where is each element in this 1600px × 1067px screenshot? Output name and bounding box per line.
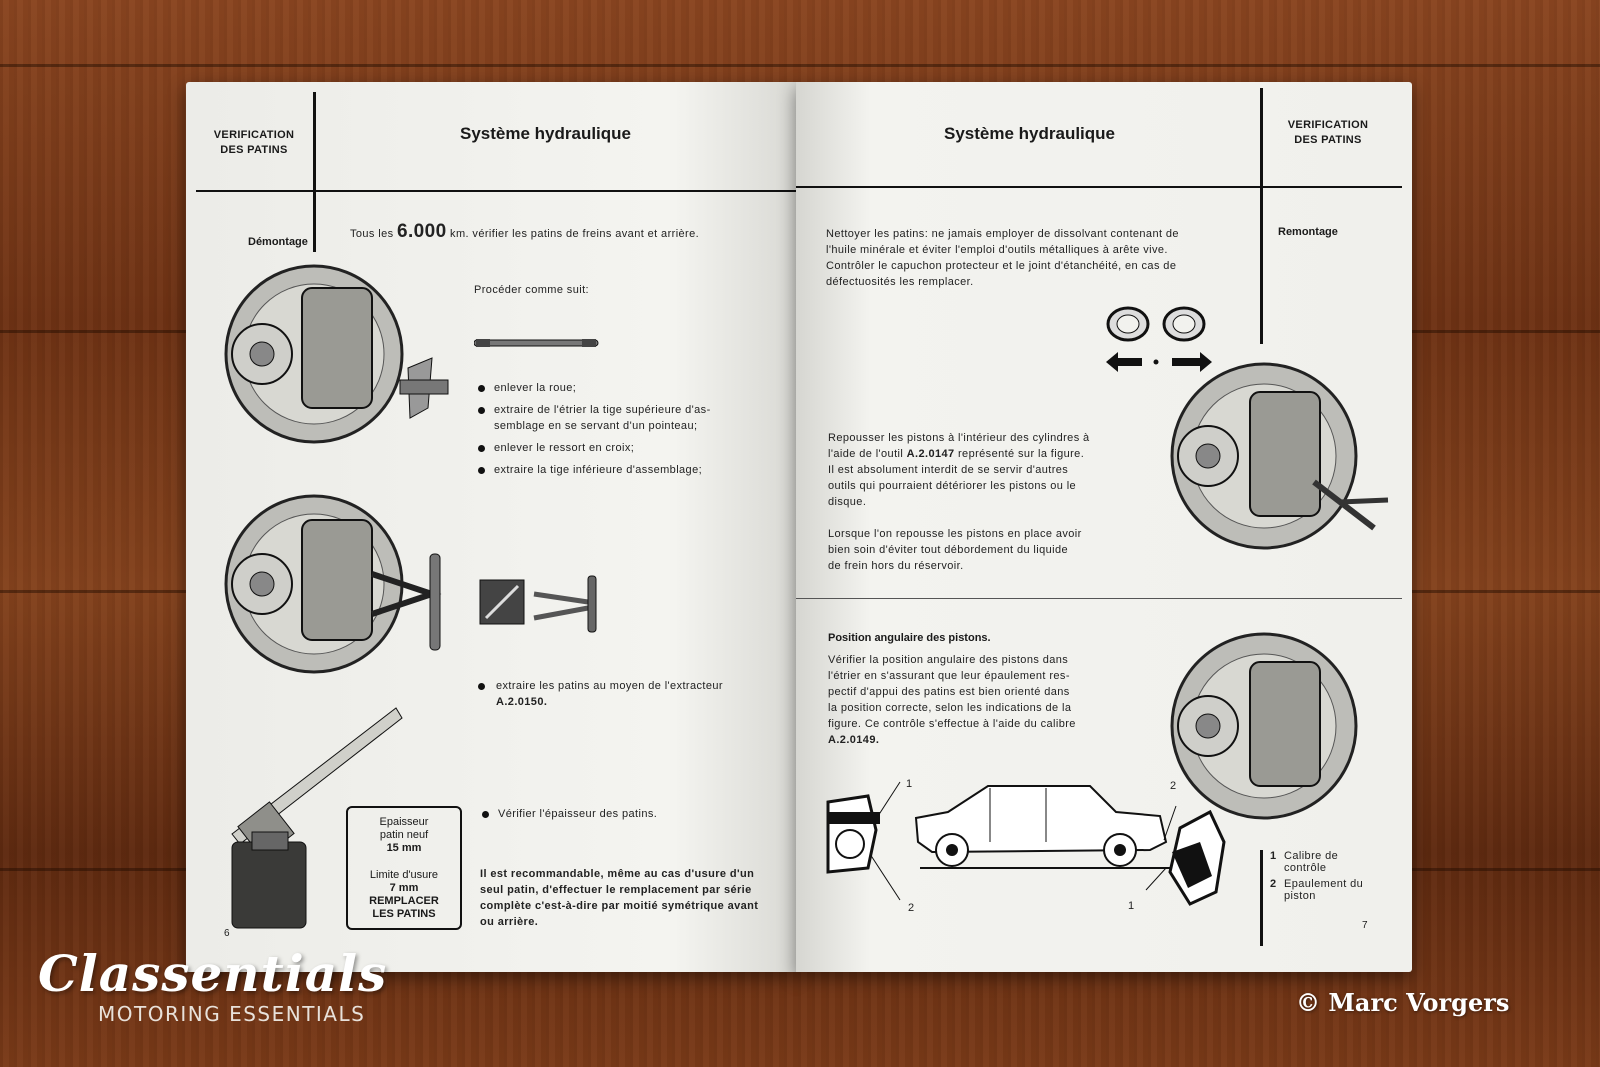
recommend-line-1: Il est recommandable, même au cas d'usur… [480, 868, 755, 880]
page-title: Système hydraulique [460, 124, 632, 143]
open-booklet: VERIFICATION DES PATINS Système hydrauli… [186, 82, 1412, 972]
box-line: Epaisseur [379, 816, 429, 828]
verify-text: Vérifier l'épaisseur des patins. [498, 808, 658, 820]
push-line-1: Repousser les pistons à l'intérieur des … [828, 432, 1090, 444]
punch-tool-illustration [474, 339, 599, 347]
position-line-4: la position correcte, selon les indicati… [828, 702, 1072, 714]
wear-limit-box: Epaisseur patin neuf 15 mm Limite d'usur… [346, 806, 462, 930]
box-line: REMPLACER [369, 895, 439, 907]
brake-disc-illustration [224, 264, 449, 444]
column-rule [313, 92, 316, 252]
step-4: extraire la tige inférieure d'assemblage… [494, 464, 703, 476]
step-1: enlever la roue; [494, 382, 577, 394]
box-line: Limite d'usure [369, 869, 439, 881]
legend-1-text-cont: contrôle [1284, 862, 1327, 874]
gauge-tool-ref: A.2.0149. [828, 734, 880, 746]
page-number: 6 [224, 928, 230, 939]
header-rule [196, 190, 796, 192]
fig-label-2: 2 [1170, 780, 1177, 792]
sub-label-demontage: Démontage [248, 236, 308, 248]
box-line: LES PATINS [372, 908, 436, 920]
clean-line-1: Nettoyer les patins: ne jamais employer … [826, 228, 1179, 240]
section-label: VERIFICATION DES PATINS [213, 129, 295, 156]
interval-number: 6.000 [397, 221, 447, 242]
recommend-line-3: complète c'est-à-dire par moitié symétri… [480, 900, 759, 912]
legend-2-number: 2 [1270, 878, 1277, 890]
header-rule [796, 186, 1402, 188]
bullet-icon [478, 385, 485, 392]
classentials-logo: Classentials [38, 944, 388, 1003]
clean-line-3: Contrôler le capuchon protecteur et le j… [826, 260, 1177, 272]
fig-label-1: 1 [1128, 900, 1135, 912]
brake-disc-tool-illustration [1170, 362, 1389, 550]
legend-2-text-cont: piston [1284, 890, 1316, 902]
page-title: Système hydraulique [944, 124, 1116, 143]
brake-disc-illustration [224, 494, 442, 674]
push-line-4: outils qui pourraient détériorer les pis… [828, 480, 1077, 492]
step-3: enlever le ressort en croix; [494, 442, 635, 454]
piston-tool-ref: A.2.0147 [906, 448, 955, 460]
procedure-text: Procéder comme suit: [474, 284, 589, 296]
extractor-tool-ref: A.2.0150. [496, 696, 548, 708]
push-line-3: Il est absolument interdit de se servir … [828, 464, 1069, 476]
column-rule [1260, 88, 1263, 344]
when-line-2: bien soin d'éviter tout débordement du l… [828, 544, 1069, 556]
recommend-line-4: ou arrière. [480, 916, 539, 928]
when-line-3: de frein hors du réservoir. [828, 560, 964, 572]
position-line-5: figure. Ce contrôle s'effectue à l'aide … [828, 718, 1076, 730]
clean-line-2: l'huile minérale et éviter l'emploi d'ou… [826, 244, 1168, 256]
logo-tagline: MOTORING ESSENTIALS [98, 1002, 366, 1026]
box-line: patin neuf [379, 829, 429, 841]
position-line-1: Vérifier la position angulaire des pisto… [828, 654, 1069, 666]
bullet-icon [478, 445, 485, 452]
box-line: 7 mm [389, 882, 419, 894]
section-label: VERIFICATION DES PATINS [1287, 119, 1369, 146]
left-page: VERIFICATION DES PATINS Système hydrauli… [186, 82, 796, 972]
section-divider [796, 598, 1402, 599]
bullet-icon [478, 683, 485, 690]
legend-1-number: 1 [1270, 850, 1277, 862]
piston-rings-illustration [1106, 306, 1212, 372]
clean-line-4: défectuosités les remplacer. [826, 276, 974, 288]
wood-plank-seam [0, 64, 1600, 67]
page-number: 7 [1362, 920, 1368, 931]
push-line-5: disque. [828, 496, 867, 508]
column-rule [1260, 850, 1263, 946]
legend-1-text: Calibre de [1284, 850, 1339, 862]
bullet-icon [478, 407, 485, 414]
extract-text: extraire les patins au moyen de l'extrac… [496, 680, 723, 692]
copyright-watermark: © Marc Vorgers [1296, 988, 1510, 1017]
brake-disc-illustration [1170, 632, 1358, 820]
step-2-cont: semblage en se servant d'un pointeau; [494, 420, 698, 432]
recommend-line-2: seul patin, d'effectuer le remplacement … [480, 884, 752, 896]
position-line-3: pectif d'appui des patins est bien orien… [828, 686, 1070, 698]
position-title: Position angulaire des pistons. [828, 632, 991, 644]
sub-label-remontage: Remontage [1278, 226, 1338, 238]
right-page: VERIFICATION DES PATINS Système hydrauli… [796, 82, 1412, 972]
car-piston-diagram [826, 781, 1226, 906]
fig-label-2: 2 [908, 902, 915, 914]
vernier-caliper-illustration [231, 707, 403, 929]
fig-label-1: 1 [906, 778, 913, 790]
pad-extractor-illustration [479, 575, 597, 633]
bullet-icon [482, 811, 489, 818]
when-line-1: Lorsque l'on repousse les pistons en pla… [828, 528, 1082, 540]
push-line-2: l'aide de l'outil A.2.0147 représenté su… [828, 448, 1085, 460]
step-2: extraire de l'étrier la tige supérieure … [494, 404, 711, 416]
bullet-icon [478, 467, 485, 474]
position-line-2: l'étrier en s'assurant que leur épauleme… [828, 670, 1070, 682]
box-line: 15 mm [386, 842, 422, 854]
legend-2-text: Epaulement du [1284, 878, 1364, 890]
intro-text: Tous les 6.000 km. vérifier les patins d… [350, 221, 700, 242]
